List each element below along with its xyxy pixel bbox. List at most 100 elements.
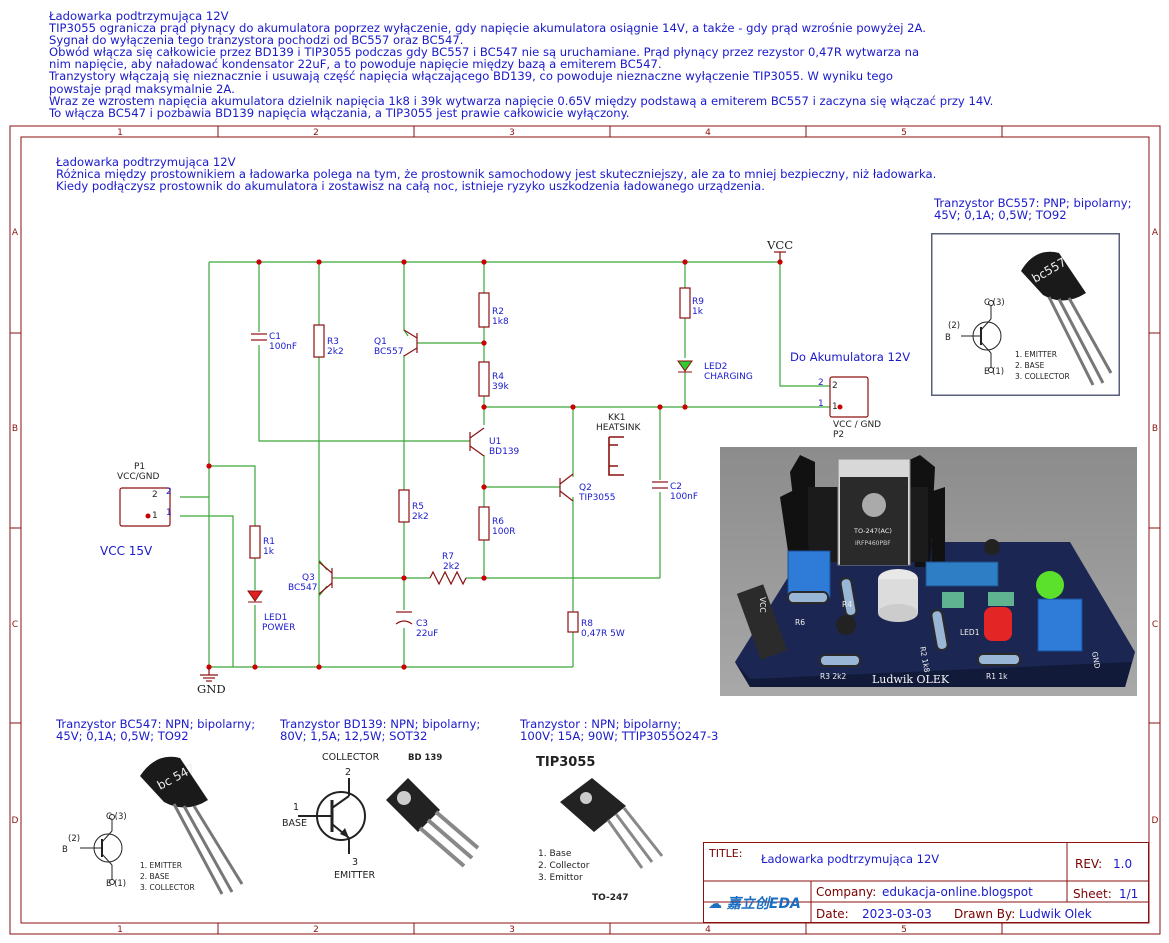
col-label: 2 bbox=[313, 925, 319, 935]
p2-val: VCC / GND bbox=[833, 420, 882, 430]
r2-ref: R2 bbox=[492, 307, 504, 317]
bc547-image: C (3) E (1) (2) B bc 547 1. EMITTER 2. B… bbox=[62, 756, 244, 895]
kk1-val: HEATSINK bbox=[596, 423, 641, 433]
inner-note-line: Ładowarka podtrzymująca 12V bbox=[56, 155, 236, 169]
u1-ref: U1 bbox=[489, 437, 502, 447]
pcb-mosfet-line2: IRFP460PBF bbox=[855, 540, 891, 547]
tip3055-part: TIP3055 bbox=[536, 755, 595, 770]
bc547-b2: B bbox=[62, 845, 68, 855]
top-note-line: Wraz ze wzrostem napięcia akumulatora dz… bbox=[49, 93, 994, 108]
r9-ref: R9 bbox=[692, 297, 704, 307]
inner-note-line: Kiedy podłączysz prostownik do akumulato… bbox=[56, 179, 765, 194]
bc557-pin2: 2. BASE bbox=[1015, 361, 1045, 370]
bd139-pin1: 1 bbox=[293, 802, 299, 813]
brand-logo: ☁ 嘉立创EDA bbox=[708, 896, 801, 912]
bc557-image: bc557 C (3) E (1) (2) B 1. EMITTER 2. BA… bbox=[931, 233, 1120, 396]
sheet-label: Sheet: bbox=[1073, 887, 1112, 901]
row-label: B bbox=[12, 424, 18, 434]
bd139-title: Tranzystor BD139: NPN; bipolarny; 80V; 1… bbox=[280, 717, 481, 744]
bc547-title: Tranzystor BC547: NPN; bipolarny; 45V; 0… bbox=[56, 717, 256, 744]
top-note-line: Tranzystory włączają się nieznacznie i u… bbox=[49, 69, 893, 84]
c1-ref: C1 bbox=[269, 332, 282, 342]
tip3055-pin1: 1. Base bbox=[538, 849, 572, 859]
p1-pin2: 2 bbox=[152, 490, 158, 500]
rev-label: REV: bbox=[1075, 857, 1103, 871]
bc557-pin1: 1. EMITTER bbox=[1015, 350, 1057, 359]
bd139-emitter: EMITTER bbox=[334, 870, 375, 881]
gnd-label: GND bbox=[197, 682, 226, 696]
title-value: Ładowarka podtrzymująca 12V bbox=[761, 852, 940, 866]
r5-ref: R5 bbox=[412, 502, 424, 512]
r9-val: 1k bbox=[692, 307, 703, 317]
bd139-pin2: 2 bbox=[345, 767, 351, 778]
junctions bbox=[206, 259, 783, 670]
p1-ref: P1 bbox=[134, 462, 146, 472]
bd139-image: COLLECTOR 2 1 BASE 3 EMITTER BD 139 bbox=[282, 752, 480, 881]
bc557-pin3: 3. COLLECTOR bbox=[1015, 372, 1070, 381]
bc547-pin3: 3. COLLECTOR bbox=[140, 883, 195, 892]
top-note-line: powstaje prąd maksymalnie 2A. bbox=[49, 81, 235, 96]
col-label: 1 bbox=[117, 128, 123, 138]
tip3055-package: TO-247 bbox=[592, 893, 628, 903]
bc557-title: Tranzystor BC557: PNP; bipolarny; 45V; 0… bbox=[934, 196, 1132, 223]
kk1-ref: KK1 bbox=[608, 413, 626, 423]
led2-ref: LED2 bbox=[704, 362, 728, 372]
p2-pin2: 2 bbox=[818, 378, 824, 388]
col-label: 1 bbox=[117, 925, 123, 935]
pcb-label-r1: R1 1k bbox=[986, 672, 1008, 681]
led1-val: POWER bbox=[262, 623, 296, 633]
r5-val: 2k2 bbox=[412, 512, 429, 522]
bc557-e: E (1) bbox=[984, 367, 1004, 377]
pcb-label-led1: LED1 bbox=[960, 628, 980, 637]
frame-labels: 1 2 3 4 5 1 2 3 4 5 A B C D A B C D bbox=[12, 128, 1159, 935]
top-note-line: nim napięcie, aby naładować kondensator … bbox=[49, 57, 662, 72]
p1-label: VCC 15V bbox=[100, 544, 153, 558]
q1-val: BC557 bbox=[374, 347, 404, 357]
drawn-label: Drawn By: bbox=[954, 907, 1016, 921]
r4-ref: R4 bbox=[492, 372, 504, 382]
bc547-e: E (1) bbox=[106, 879, 126, 889]
p1-pin1: 1 bbox=[152, 511, 158, 521]
r8-val: 0,47R 5W bbox=[581, 629, 625, 639]
sheet-value: 1/1 bbox=[1119, 887, 1139, 901]
pcb-label-vcc: VCC bbox=[758, 597, 767, 613]
top-note-line: Ładowarka podtrzymująca 12V bbox=[49, 9, 229, 23]
p2-title: Do Akumulatora 12V bbox=[790, 350, 911, 364]
row-label: A bbox=[12, 228, 19, 238]
bd139-pin3: 3 bbox=[352, 857, 358, 868]
title-label: TITLE: bbox=[709, 847, 743, 860]
sheet-frame bbox=[9, 125, 1161, 935]
q2-ref: Q2 bbox=[579, 483, 592, 493]
top-note-line: TIP3055 ogranicza prąd płynący do akumul… bbox=[49, 21, 926, 36]
row-label: C bbox=[12, 620, 18, 630]
row-label: A bbox=[1152, 228, 1159, 238]
r3-ref: R3 bbox=[327, 337, 339, 347]
p1-pin1-out: 1 bbox=[166, 508, 172, 518]
bc547-pin1: 1. EMITTER bbox=[140, 861, 182, 870]
r3-val: 2k2 bbox=[327, 347, 344, 357]
pcb-label-gnd: GND bbox=[1090, 651, 1102, 670]
row-label: B bbox=[1152, 424, 1158, 434]
r7-ref: R7 bbox=[442, 552, 454, 562]
title-block-frame bbox=[703, 842, 1149, 923]
r6-val: 100R bbox=[492, 527, 516, 537]
r8-ref: R8 bbox=[581, 619, 593, 629]
company-label: Company: bbox=[816, 885, 877, 899]
pcb-render: TO-247(AC) IRFP460PBF R6 R4 R3 2k2 R1 1k… bbox=[720, 447, 1137, 696]
led2-val: CHARGING bbox=[704, 372, 753, 382]
tip3055-pin3: 3. Emittor bbox=[538, 873, 583, 883]
led1-ref: LED1 bbox=[264, 613, 288, 623]
col-label: 5 bbox=[901, 925, 907, 935]
top-note-line: Sygnał do wyłączenia tego tranzystora po… bbox=[49, 33, 464, 48]
p1-pin2-out: 2 bbox=[166, 487, 172, 497]
top-note-line: To włącza BC547 i pozbawia BD139 napięci… bbox=[49, 105, 630, 120]
c3-val: 22uF bbox=[416, 629, 439, 639]
col-label: 5 bbox=[901, 128, 907, 138]
bc557-b: (2) bbox=[948, 321, 960, 331]
r1-val: 1k bbox=[263, 547, 274, 557]
pcb-label-r3: R3 2k2 bbox=[820, 672, 846, 681]
row-label: D bbox=[1152, 816, 1159, 826]
